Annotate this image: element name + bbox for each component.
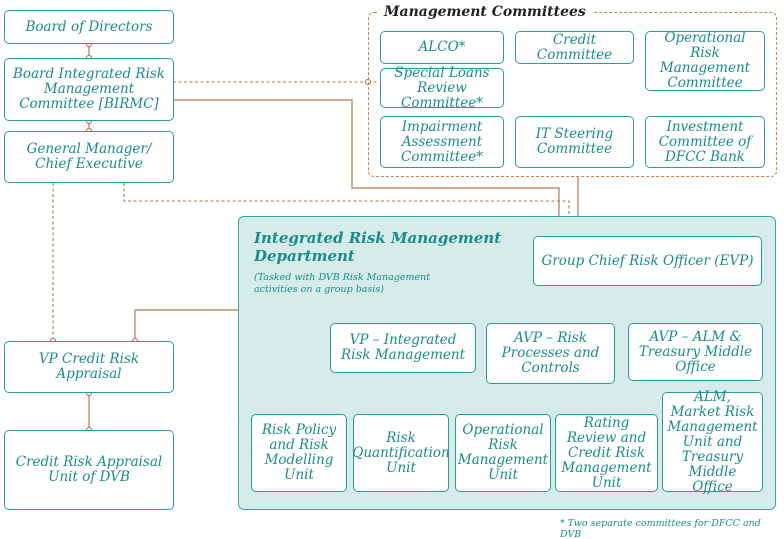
- rating-review-unit-label: Rating Review and Credit Risk Management…: [561, 414, 652, 491]
- avp-risk-processes-box: AVP – Risk Processes and Controls: [486, 323, 615, 384]
- credit-committee-label: Credit Committee: [536, 31, 613, 63]
- avp-risk-processes-label: AVP – Risk Processes and Controls: [501, 330, 600, 376]
- alco-box: ALCO*: [380, 31, 504, 64]
- it-steering-committee-label: IT Steering Committee: [535, 126, 614, 157]
- avp-alm-treasury-label: AVP – ALM & Treasury Middle Office: [638, 328, 753, 375]
- special-loans-committee-box: Special Loans Review Committee*: [380, 64, 504, 111]
- credit-risk-appraisal-unit-label: Credit Risk Appraisal Unit of DVB: [15, 454, 163, 485]
- group-chief-risk-officer-label: Group Chief Risk Officer (EVP): [541, 252, 754, 269]
- investment-committee-box: Investment Committee of DFCC Bank: [645, 116, 765, 168]
- credit-committee-box: Credit Committee: [515, 31, 634, 64]
- alm-market-risk-unit-box: ALM, Market Risk Management Unit and Tre…: [662, 388, 763, 495]
- board-of-directors-box: Board of Directors: [4, 10, 174, 44]
- credit-risk-appraisal-unit-box: Credit Risk Appraisal Unit of DVB: [4, 430, 174, 510]
- impairment-committee-box: Impairment Assessment Committee*: [380, 116, 504, 168]
- risk-policy-unit-box: Risk Policy and Risk Modelling Unit: [251, 414, 347, 492]
- operational-risk-unit-label: Operational Risk Management Unit: [457, 422, 549, 483]
- operational-risk-committee-box: Operational Risk Management Committee: [645, 31, 765, 91]
- operational-risk-unit-box: Operational Risk Management Unit: [455, 414, 551, 492]
- special-loans-committee-label: Special Loans Review Committee*: [394, 64, 490, 111]
- birmc-label: Board Integrated Risk Management Committ…: [12, 66, 165, 112]
- avp-alm-treasury-box: AVP – ALM & Treasury Middle Office: [628, 323, 763, 381]
- impairment-committee-label: Impairment Assessment Committee*: [401, 118, 483, 165]
- operational-risk-committee-label: Operational Risk Management Committee: [659, 30, 751, 91]
- rating-review-unit-box: Rating Review and Credit Risk Management…: [555, 414, 658, 492]
- alco-label: ALCO*: [418, 39, 466, 55]
- general-manager-label: General Manager/ Chief Executive: [26, 141, 152, 172]
- irmd-title: Integrated Risk Management Department: [254, 229, 502, 265]
- vp-integrated-risk-label: VP – Integrated Risk Management: [340, 332, 466, 363]
- risk-quantification-unit-box: Risk Quantification Unit: [352, 414, 450, 492]
- risk-policy-unit-label: Risk Policy and Risk Modelling Unit: [261, 422, 337, 483]
- group-chief-risk-officer-box: Group Chief Risk Officer (EVP): [533, 236, 762, 286]
- alm-market-risk-unit-label: ALM, Market Risk Management Unit and Tre…: [667, 388, 758, 495]
- board-of-directors-label: Board of Directors: [25, 18, 153, 35]
- footnote: * Two separate committees for DFCC and D…: [560, 518, 761, 539]
- management-committees-title: Management Committees: [378, 3, 592, 21]
- investment-committee-label: Investment Committee of DFCC Bank: [658, 118, 752, 165]
- vp-credit-risk-appraisal-box: VP Credit Risk Appraisal: [4, 341, 174, 393]
- birmc-box: Board Integrated Risk Management Committ…: [4, 58, 174, 121]
- vp-integrated-risk-box: VP – Integrated Risk Management: [330, 323, 476, 373]
- it-steering-committee-box: IT Steering Committee: [515, 116, 634, 168]
- risk-quantification-unit-label: Risk Quantification Unit: [352, 429, 450, 476]
- general-manager-box: General Manager/ Chief Executive: [4, 131, 174, 183]
- irmd-note: (Tasked with DVB Risk Management activit…: [254, 272, 431, 295]
- vp-credit-risk-appraisal-label: VP Credit Risk Appraisal: [38, 351, 140, 382]
